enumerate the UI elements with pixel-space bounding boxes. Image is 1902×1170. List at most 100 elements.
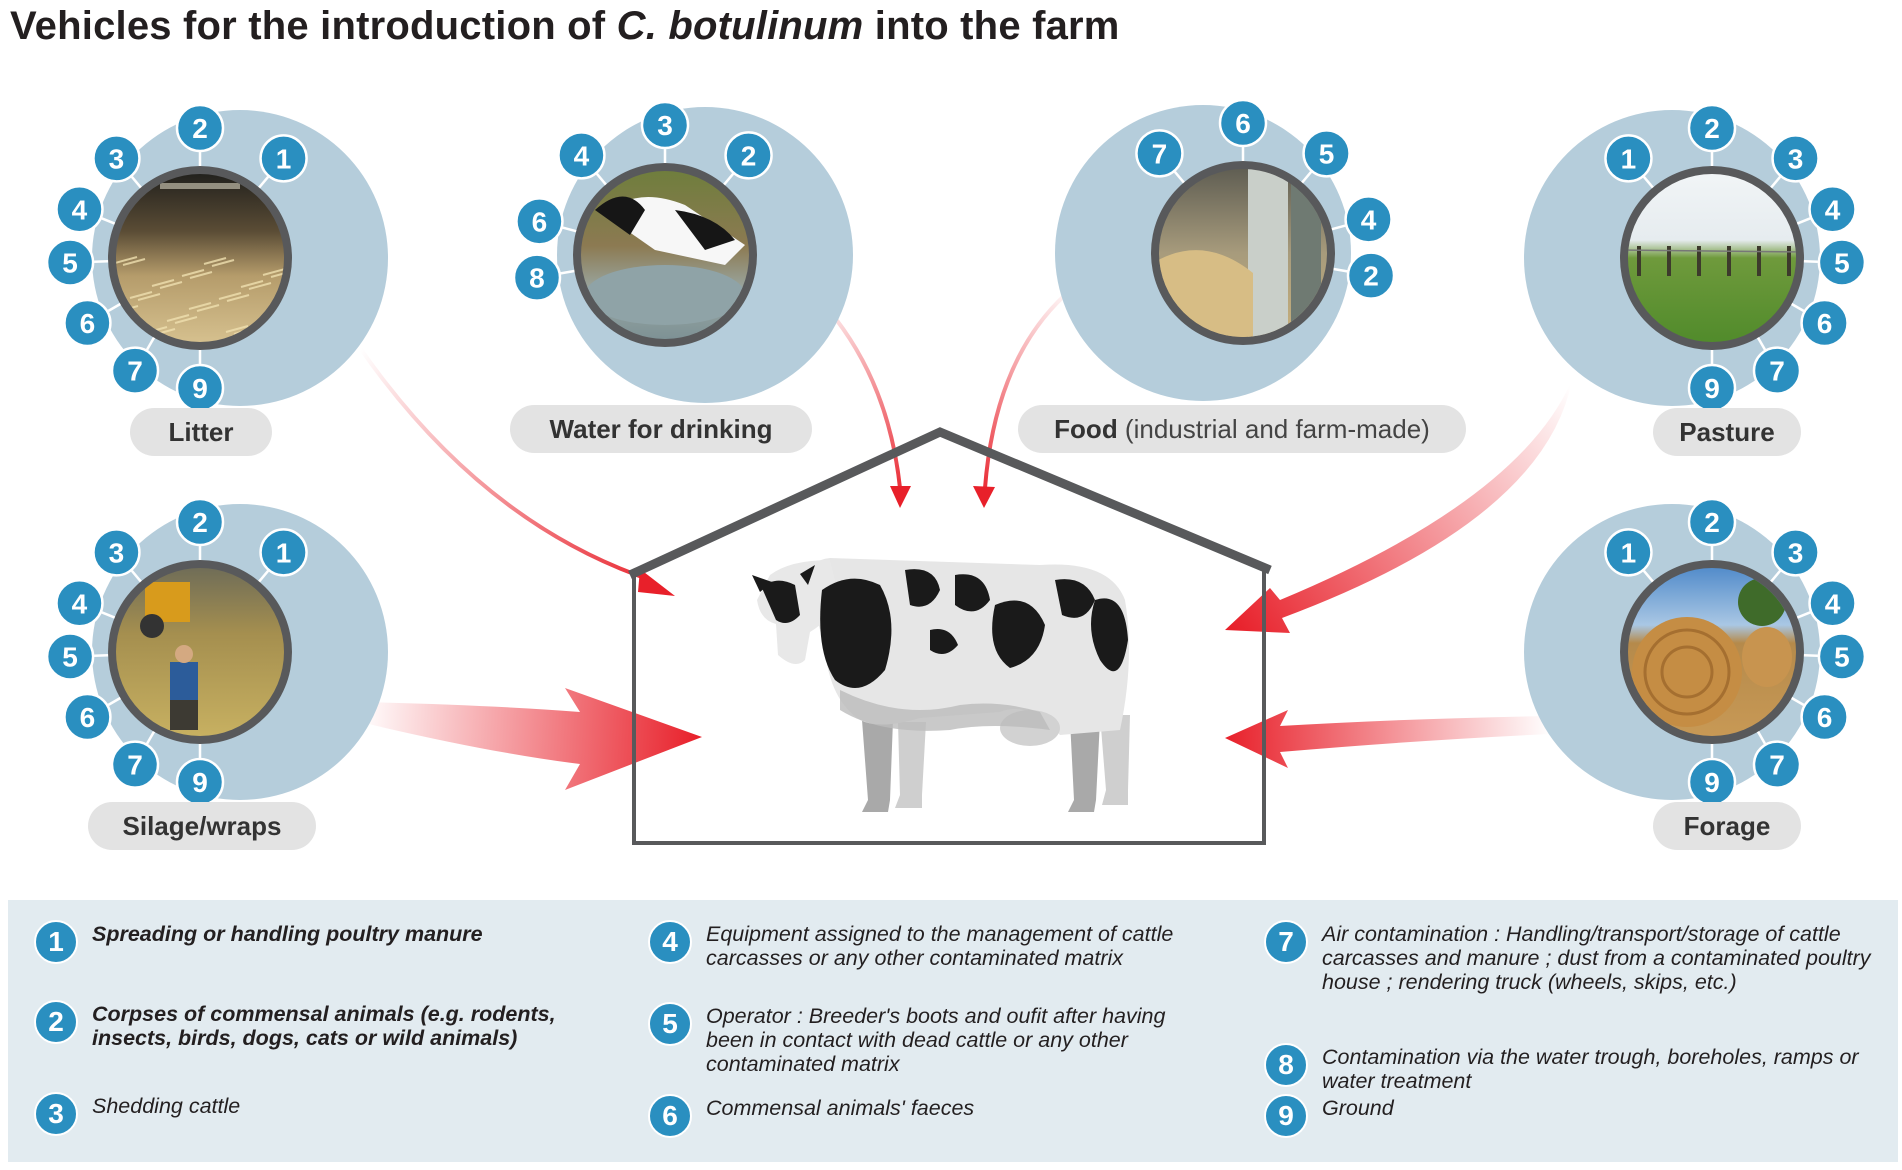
- badge-connector: [1642, 569, 1654, 583]
- source-badge-7: 7: [1752, 740, 1802, 789]
- badge-number: 5: [62, 642, 78, 673]
- source-label: Silage/wraps: [123, 811, 282, 841]
- source-badge-4: 4: [55, 185, 104, 234]
- legend-text: Spreading or handling poultry manure: [92, 922, 483, 946]
- legend-number-badge: 6: [648, 1094, 692, 1138]
- source-badge-7: 7: [110, 740, 160, 789]
- source-badge-6: 6: [63, 298, 112, 348]
- barn: [628, 427, 1272, 845]
- badge-connector: [101, 217, 116, 225]
- source-badge-4: 4: [1808, 579, 1857, 628]
- source-label-pill: [1018, 405, 1466, 453]
- badge-number: 7: [1769, 356, 1785, 387]
- legend-number-badge: 9: [1264, 1094, 1308, 1138]
- source-label: Food (industrial and farm-made): [1054, 414, 1430, 444]
- legend-panel: 1 Spreading or handling poultry manure 2…: [8, 900, 1898, 1162]
- legend-item-1: 1 Spreading or handling poultry manure: [34, 920, 634, 964]
- source-badge-5: 5: [1817, 632, 1867, 681]
- legend-text: Corpses of commensal animals (e.g. roden…: [92, 1002, 556, 1050]
- arrow-forage: [1225, 710, 1550, 768]
- badge-number: 3: [1788, 537, 1804, 568]
- badge-connector: [1770, 175, 1782, 189]
- source-badge-9: 9: [175, 757, 225, 807]
- legend-text: Ground: [1322, 1096, 1394, 1120]
- badge-number: 5: [1319, 138, 1335, 169]
- legend-item-7: 7 Air contamination : Handling/transport…: [1264, 920, 1874, 994]
- badge-connector: [145, 337, 156, 351]
- badge-number: 3: [109, 143, 125, 174]
- source-badge-6: 6: [1800, 298, 1849, 348]
- legend-item-6: 6 Commensal animals' faeces: [648, 1094, 1208, 1138]
- badge-number: 9: [1704, 373, 1720, 404]
- badge-connector: [562, 226, 577, 233]
- source-label: Litter: [169, 417, 234, 447]
- source-badge-2: 2: [175, 103, 225, 153]
- source-badge-2: 2: [1687, 497, 1737, 547]
- legend-text: Operator : Breeder's boots and oufit aft…: [706, 1004, 1166, 1076]
- source-photo-silage: [116, 568, 284, 736]
- badge-connector: [1301, 170, 1313, 184]
- badge-number: 5: [62, 248, 78, 279]
- source-badge-3: 3: [92, 528, 141, 577]
- badge-connector: [130, 569, 142, 583]
- badge-connector: [1173, 170, 1185, 184]
- source-badge-2: 2: [724, 131, 773, 180]
- badge-number: 6: [80, 702, 96, 733]
- source-badge-7: 7: [110, 346, 160, 395]
- source-badge-1: 1: [1604, 134, 1653, 183]
- legend-item-5: 5 Operator : Breeder's boots and oufit a…: [648, 1002, 1208, 1076]
- badge-number: 2: [1704, 507, 1720, 538]
- badge-connector: [1331, 224, 1346, 231]
- source-badge-6: 6: [63, 692, 112, 742]
- badge-number: 6: [1817, 308, 1833, 339]
- badge-connector: [101, 611, 116, 619]
- legend-item-2: 2 Corpses of commensal animals (e.g. rod…: [34, 1000, 634, 1050]
- badge-number: 7: [127, 750, 143, 781]
- badge-connector: [1756, 337, 1767, 351]
- source-label: Water for drinking: [550, 414, 773, 444]
- source-badge-5: 5: [45, 238, 95, 287]
- source-label-pill: [1653, 408, 1801, 456]
- legend-text: Contamination via the water trough, bore…: [1322, 1045, 1859, 1093]
- source-badge-3: 3: [92, 134, 141, 183]
- badge-number: 3: [109, 537, 125, 568]
- badge-number: 6: [532, 206, 548, 237]
- badge-number: 9: [1704, 767, 1720, 798]
- source-badge-1: 1: [259, 134, 308, 183]
- badge-number: 7: [1152, 138, 1168, 169]
- badge-connector: [258, 569, 270, 583]
- badge-number: 2: [741, 140, 757, 171]
- badge-number: 4: [574, 140, 590, 171]
- badge-connector: [107, 302, 121, 313]
- legend-number-badge: 1: [34, 920, 78, 964]
- source-badge-7: 7: [1752, 346, 1802, 395]
- badge-number: 6: [80, 308, 96, 339]
- arrow-litter: [358, 346, 675, 596]
- badge-connector: [1796, 611, 1811, 619]
- badge-number: 5: [1834, 642, 1850, 673]
- badge-number: 5: [1834, 248, 1850, 279]
- badge-connector: [1333, 267, 1348, 273]
- legend-text: Equipment assigned to the management of …: [706, 922, 1174, 970]
- source-badge-4: 4: [55, 579, 104, 628]
- badge-number: 4: [72, 588, 88, 619]
- source-label-pill: [130, 408, 272, 456]
- source-badge-5: 5: [45, 632, 95, 681]
- source-badge-3: 3: [1771, 134, 1820, 183]
- legend-number-badge: 4: [648, 920, 692, 964]
- badge-number: 1: [1621, 143, 1637, 174]
- badge-connector: [560, 269, 575, 275]
- source-badge-9: 9: [1687, 363, 1737, 413]
- source-photo-pasture: [1628, 174, 1796, 342]
- badge-connector: [595, 172, 607, 186]
- badge-number: 2: [192, 507, 208, 538]
- badge-number: 9: [192, 373, 208, 404]
- legend-number-badge: 5: [648, 1002, 692, 1046]
- badge-connector: [258, 175, 270, 189]
- source-label-pill: [1653, 802, 1801, 850]
- badge-number: 1: [276, 537, 292, 568]
